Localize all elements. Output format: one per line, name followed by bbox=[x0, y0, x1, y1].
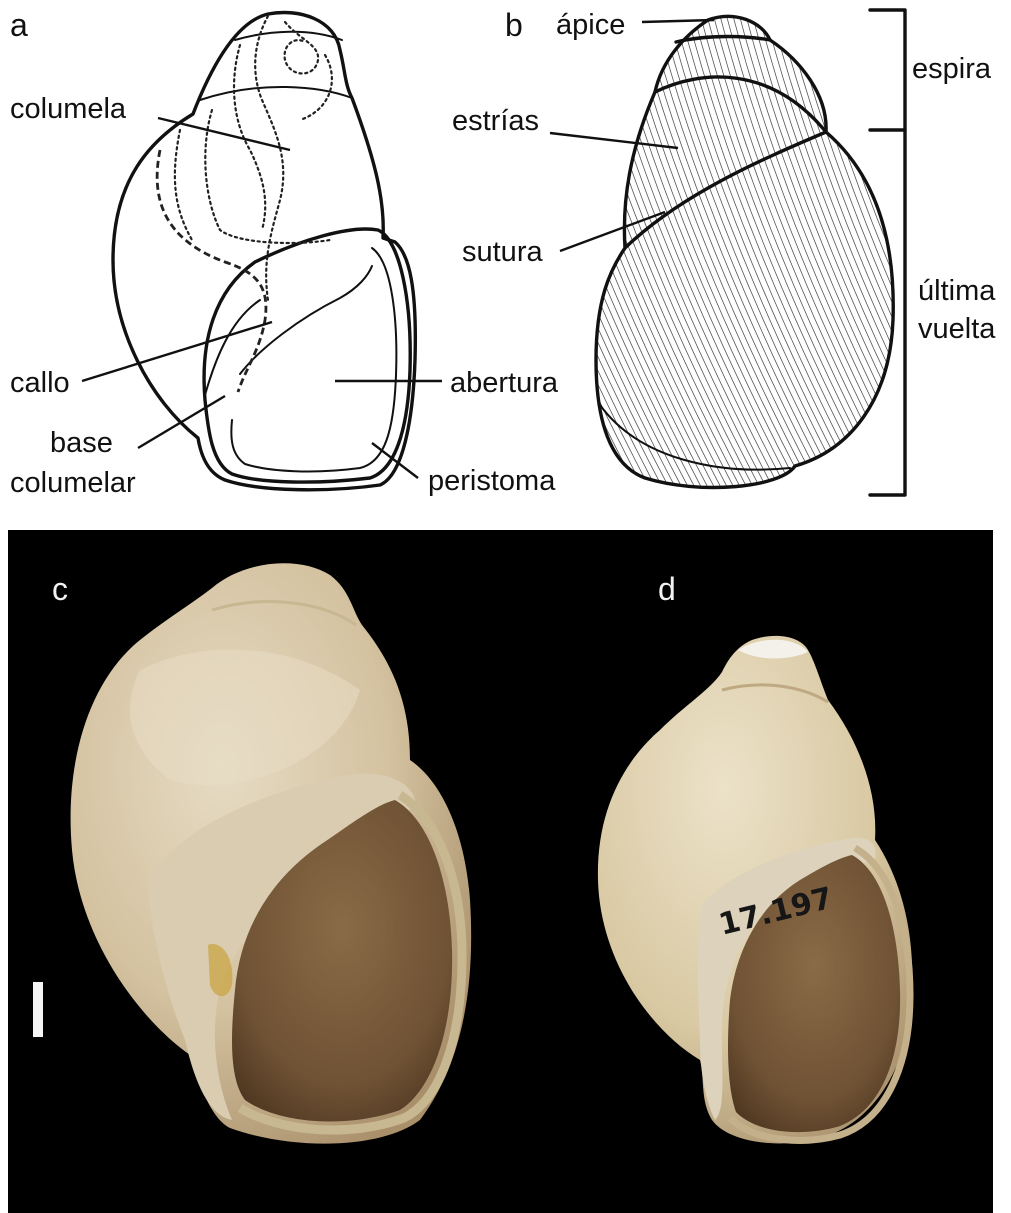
stria-line bbox=[651, 0, 851, 500]
stria-line bbox=[996, 0, 1011, 500]
label-apice: ápice bbox=[556, 9, 625, 41]
label-peristoma: peristoma bbox=[428, 465, 556, 497]
label-abertura: abertura bbox=[450, 367, 559, 399]
stria-line bbox=[716, 0, 916, 500]
shell-b-outline bbox=[596, 16, 893, 487]
stria-line bbox=[671, 0, 871, 500]
stria-line bbox=[658, 0, 858, 500]
label-ultima-vuelta-line1: última bbox=[918, 275, 996, 307]
photo-panel: 17.197 c d bbox=[8, 530, 993, 1213]
stria-line bbox=[703, 0, 903, 500]
label-espira: espira bbox=[912, 53, 992, 85]
label-base-columelar-line1: base bbox=[50, 427, 113, 459]
label-estrias: estrías bbox=[452, 105, 539, 137]
panel-a-letter: a bbox=[10, 7, 28, 43]
label-ultima-vuelta-line2: vuelta bbox=[918, 313, 996, 345]
label-base-columelar-line2: columelar bbox=[10, 467, 136, 499]
stria-line bbox=[723, 0, 923, 500]
panel-b-letter: b bbox=[505, 7, 523, 43]
panel-c-letter: c bbox=[52, 571, 68, 607]
stria-line bbox=[1002, 0, 1011, 500]
stria-line bbox=[690, 0, 890, 500]
stria-line bbox=[989, 0, 1011, 500]
panel-b-drawing: b ápice estrías sutura espira última vue… bbox=[300, 0, 1011, 500]
stria-line bbox=[710, 0, 910, 500]
stria-line bbox=[729, 0, 929, 500]
shell-a-outline bbox=[113, 13, 415, 490]
scale-bar bbox=[33, 982, 43, 1037]
label-callo: callo bbox=[10, 367, 70, 399]
stria-line bbox=[645, 0, 845, 500]
stria-line bbox=[697, 0, 897, 500]
stria-line bbox=[684, 0, 884, 500]
stria-line bbox=[664, 0, 864, 500]
stria-line bbox=[677, 0, 877, 500]
panel-d-letter: d bbox=[658, 571, 676, 607]
label-columela: columela bbox=[10, 93, 127, 125]
label-sutura: sutura bbox=[462, 236, 543, 268]
